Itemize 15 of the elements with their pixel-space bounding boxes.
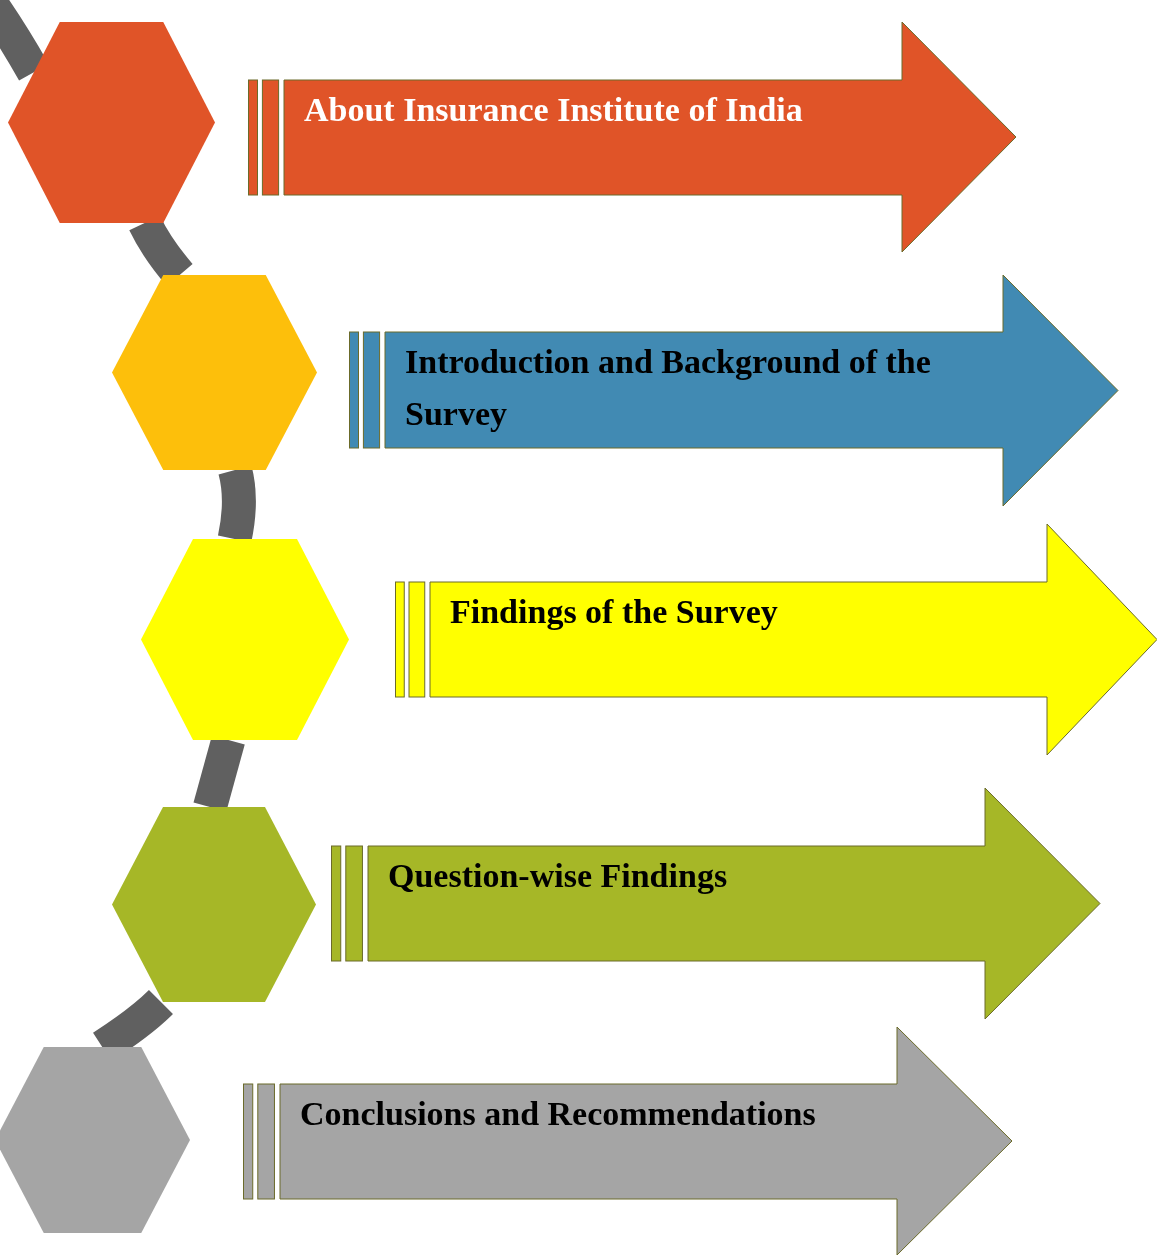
section-title: Introduction and Background of the Survey xyxy=(405,342,932,434)
hexagon-marker xyxy=(112,807,316,1002)
hexagon-marker xyxy=(0,1047,190,1233)
section-title: Conclusions and Recommendations xyxy=(300,1094,817,1134)
arrow-banner xyxy=(349,275,1118,506)
hexagon-marker xyxy=(8,22,215,223)
section-title: Findings of the Survey xyxy=(450,592,779,632)
section-title: Question-wise Findings xyxy=(388,856,729,896)
arrow-banner xyxy=(331,788,1100,1019)
arrow-banner xyxy=(243,1027,1012,1255)
arrow-banner xyxy=(248,22,1016,252)
hexagon-marker xyxy=(141,539,349,740)
section-title: About Insurance Institute of India xyxy=(304,90,804,130)
arrow-banner xyxy=(395,524,1157,755)
hexagon-marker xyxy=(112,275,317,470)
